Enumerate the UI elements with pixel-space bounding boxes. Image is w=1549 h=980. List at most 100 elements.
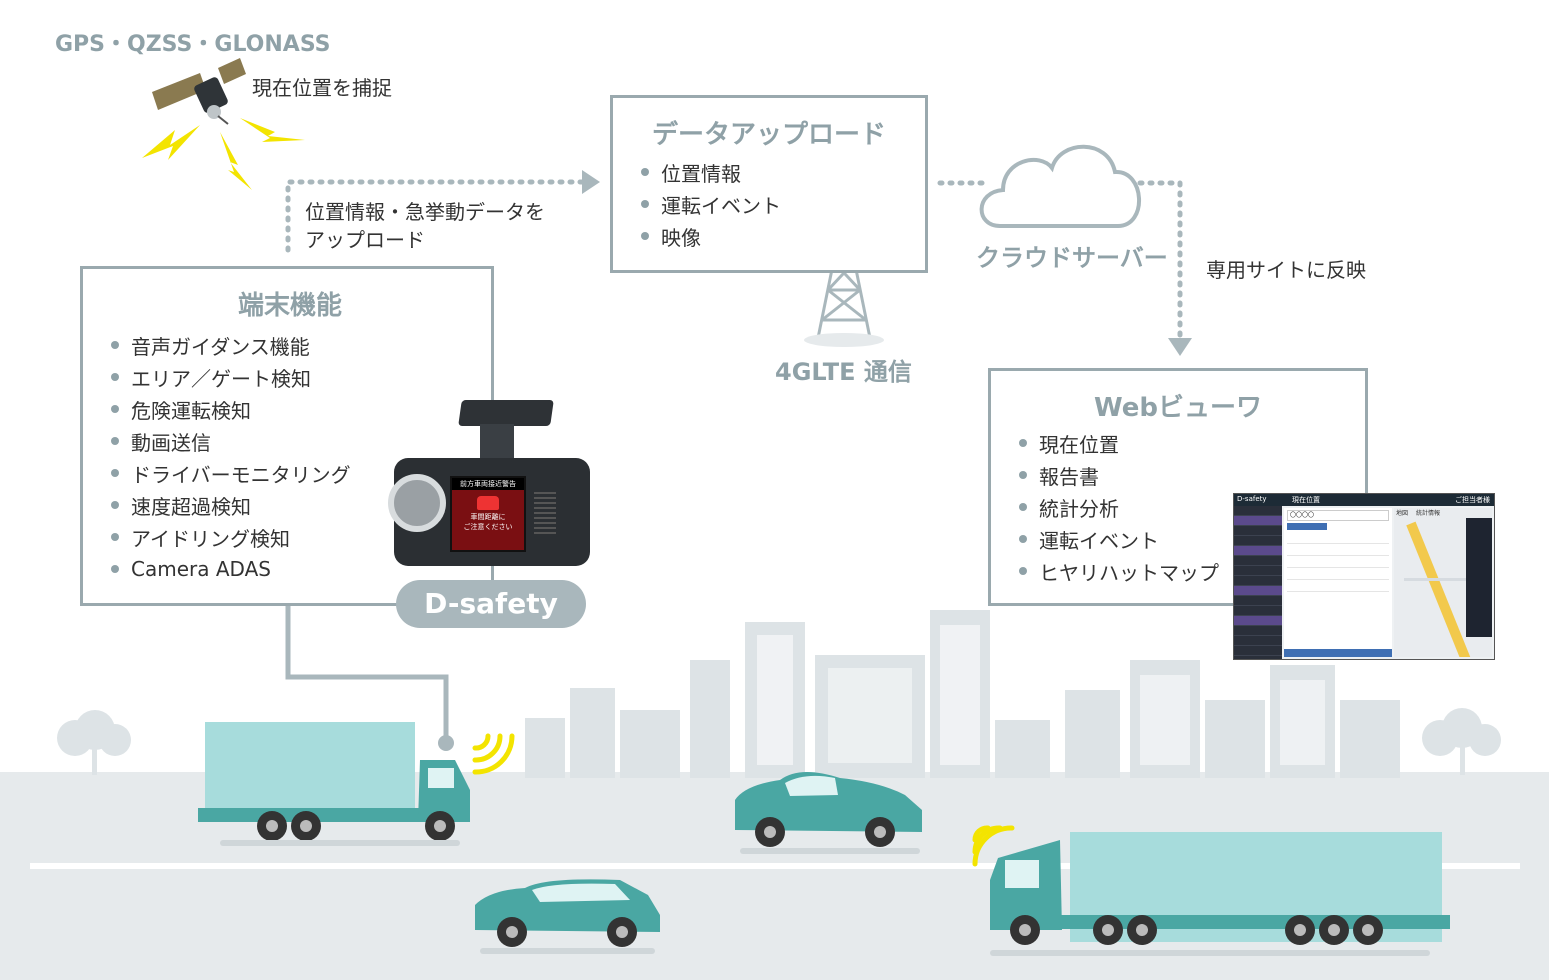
sidebar-item: [1234, 596, 1282, 606]
dashcam-stem: [480, 424, 514, 464]
web-viewer-title: Webビューワ: [1094, 393, 1262, 423]
dashcam-device: 前方車両接近警告 車間距離に ご注意ください: [388, 396, 598, 576]
satellite-caption: 現在位置を捕捉: [252, 76, 392, 100]
webshot-tab-map: 地図: [1396, 510, 1409, 517]
cloud-server-label: クラウドサーバー: [976, 244, 1168, 272]
upload-label-line2: アップロード: [305, 228, 425, 252]
sidebar-item: [1234, 606, 1282, 616]
list-item: 危険運転検知: [111, 393, 351, 425]
screen-warning-title: 前方車両接近警告: [452, 478, 524, 490]
wifi-icon-truck-right: [972, 825, 1015, 867]
table-row: [1287, 532, 1389, 544]
satellite-systems-label: GPS・QZSS・GLONASS: [55, 32, 331, 57]
bullet-icon: [111, 341, 119, 349]
screen-warning-line2: 車間距離に: [470, 513, 506, 521]
list-item: 速度超過検知: [111, 489, 351, 521]
bullet-icon: [1019, 471, 1027, 479]
truck-right: [990, 832, 1450, 956]
sidebar-item: [1234, 586, 1282, 596]
satellite-icon: [152, 58, 246, 125]
bullet-icon: [111, 437, 119, 445]
dashcam-lens-icon: [388, 474, 446, 532]
sidebar-item: [1234, 506, 1282, 516]
truck-left: [198, 722, 470, 846]
sidebar-item: [1234, 526, 1282, 536]
map-legend-panel: [1466, 518, 1492, 637]
list-item: 運転イベント: [641, 188, 781, 220]
terminal-functions-list: 音声ガイダンス機能 エリア／ゲート検知 危険運転検知 動画送信 ドライバーモニタ…: [111, 329, 351, 585]
map-road: [1404, 578, 1492, 581]
webshot-app-name: D-safety: [1237, 495, 1267, 503]
car-middle: [735, 771, 922, 854]
sidebar-item: [1234, 566, 1282, 576]
wifi-icon-truck-left: [472, 733, 515, 775]
sidebar-item: [1234, 636, 1282, 646]
webshot-topbar: D-safety 現在位置 ご担当者様: [1234, 494, 1494, 506]
dashcam-screen: 前方車両接近警告 車間距離に ご注意ください: [450, 476, 526, 552]
list-item: 位置情報: [641, 156, 781, 188]
car-bottom: [475, 879, 660, 954]
data-upload-title: データアップロード: [651, 120, 886, 150]
bullet-icon: [1019, 503, 1027, 511]
list-item: ドライバーモニタリング: [111, 457, 351, 489]
table-row: [1287, 544, 1389, 556]
webshot-map: 地図 統計情報: [1394, 508, 1492, 657]
table-row: [1287, 568, 1389, 580]
list-item: Camera ADAS: [111, 553, 351, 585]
data-upload-box: データアップロード 位置情報 運転イベント 映像: [610, 95, 928, 273]
bullet-icon: [111, 469, 119, 477]
webshot-tab-strip: [1287, 523, 1327, 530]
bullet-icon: [1019, 439, 1027, 447]
list-item: ヒヤリハットマップ: [1019, 555, 1219, 587]
sidebar-item: [1234, 516, 1282, 526]
web-viewer-list: 現在位置 報告書 統計分析 運転イベント ヒヤリハットマップ: [1019, 427, 1219, 587]
bullet-icon: [1019, 567, 1027, 575]
car-warning-icon: [477, 496, 499, 510]
reflect-label: 専用サイトに反映: [1206, 258, 1366, 282]
webshot-list-panel: 〇〇〇〇: [1284, 508, 1392, 649]
cloud-icon: [979, 144, 1142, 228]
bullet-icon: [111, 405, 119, 413]
data-upload-list: 位置情報 運転イベント 映像: [641, 156, 781, 252]
cloud-to-viewer-dotted-arrow: [1137, 180, 1183, 338]
webshot-tab-stats: 統計情報: [1416, 510, 1441, 517]
d-safety-brand-badge: D-safety: [396, 580, 586, 628]
bullet-icon: [641, 232, 649, 240]
list-item: 現在位置: [1019, 427, 1219, 459]
webshot-user: ご担当者様: [1455, 496, 1490, 504]
list-item: 統計分析: [1019, 491, 1219, 523]
bullet-icon: [1019, 535, 1027, 543]
list-item: 映像: [641, 220, 781, 252]
list-item: 報告書: [1019, 459, 1219, 491]
list-item: 運転イベント: [1019, 523, 1219, 555]
webshot-button-bar: [1284, 649, 1392, 657]
bullet-icon: [111, 565, 119, 573]
bullet-icon: [111, 501, 119, 509]
table-row: [1287, 580, 1389, 592]
map-road: [1406, 521, 1472, 657]
list-item: アイドリング検知: [111, 521, 351, 553]
sidebar-item: [1234, 546, 1282, 556]
list-item: エリア／ゲート検知: [111, 361, 351, 393]
road-center-line: [30, 863, 1520, 869]
sidebar-item: [1234, 536, 1282, 546]
webshot-search: 〇〇〇〇: [1287, 510, 1389, 521]
sidebar-item: [1234, 646, 1282, 656]
screen-warning-line3: ご注意ください: [463, 523, 513, 531]
list-item: 音声ガイダンス機能: [111, 329, 351, 361]
dashcam-mount: [458, 400, 554, 426]
webshot-sidebar: [1234, 506, 1282, 659]
building-windows: [757, 625, 1325, 765]
bullet-icon: [641, 168, 649, 176]
sidebar-item: [1234, 576, 1282, 586]
upload-dotted-arrow: [285, 179, 588, 253]
terminal-to-truck-line: [285, 605, 449, 740]
trees: [57, 708, 1501, 775]
upload-label-line1: 位置情報・急挙動データを: [305, 200, 545, 224]
webshot-header-title: 現在位置: [1292, 496, 1320, 504]
table-row: [1287, 556, 1389, 568]
list-item: 動画送信: [111, 425, 351, 457]
dashcam-speaker: [534, 492, 556, 534]
bullet-icon: [111, 533, 119, 541]
